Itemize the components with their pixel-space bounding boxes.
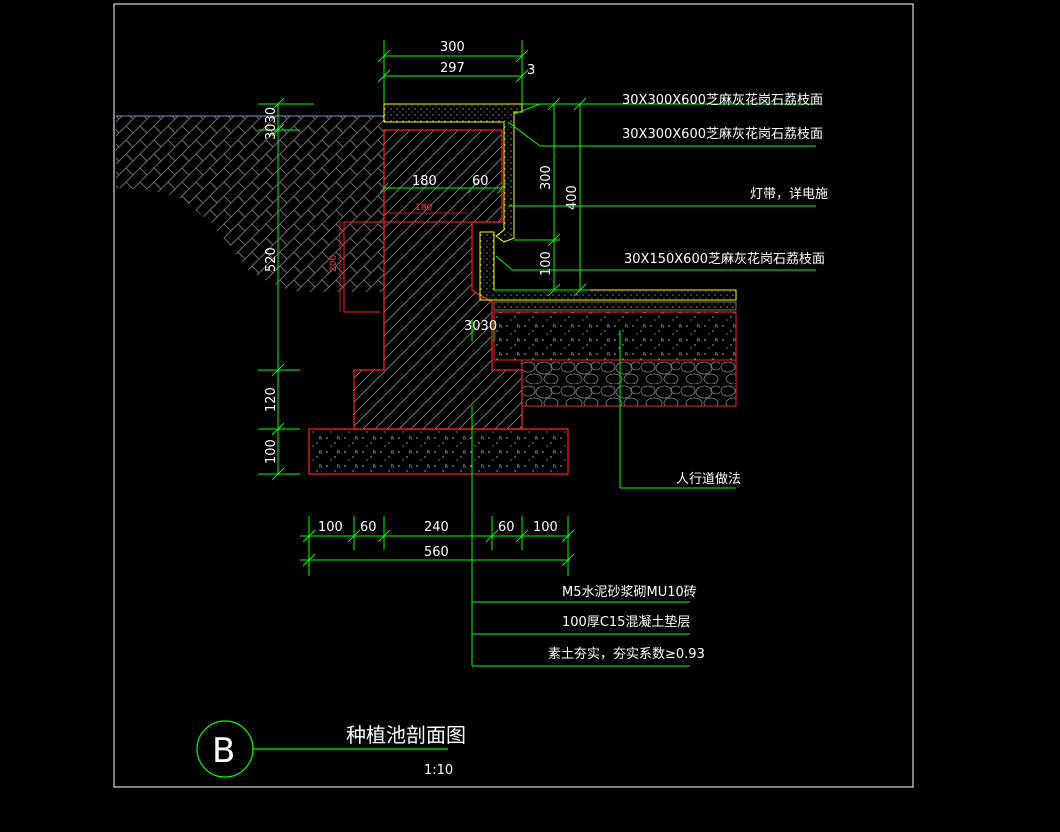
callout-granite-top: 30X300X600芝麻灰花岗石荔枝面 [622,92,823,108]
callout-sidewalk: 人行道做法 [676,472,741,487]
dim-297: 297 [440,61,465,76]
dim-seg-1: 100 [318,520,343,535]
inner-dimensions [379,182,507,194]
callout-granite-face: 30X300X600芝麻灰花岗石荔枝面 [622,126,823,142]
dim-seg-2: 60 [360,520,377,535]
dim-180: 180 [412,174,437,189]
detail-mark-letter: B [212,731,235,771]
gravel-layer [521,359,737,407]
callout-soil: 素土夯实，夯实系数≥0.93 [548,647,705,662]
dim-red-180: 180 [415,203,432,213]
red-dimensions [339,212,468,312]
drawing-scale: 1:10 [424,763,453,778]
dim-100-right: 100 [539,251,554,276]
brick-wall [353,129,523,430]
dim-3: 3 [527,63,535,78]
dim-seg-4: 60 [498,520,515,535]
dim-60: 60 [472,174,489,189]
dim-300-right: 300 [539,165,554,190]
drawing-title: 种植池剖面图 [346,723,466,747]
soil-fill [116,116,384,292]
callout-concrete: 100厚C15混凝土垫层 [562,614,690,630]
bottom-dimensions [300,516,575,576]
dim-seg-5: 100 [533,520,558,535]
dim-red-200: 200 [329,255,339,272]
pavement-base [493,311,737,361]
dim-520: 520 [264,247,279,272]
callout-brick: M5水泥砂浆砌MU10砖 [562,585,697,600]
top-dimensions [377,40,529,104]
dim-400: 400 [565,185,580,210]
left-dimensions [258,97,314,481]
dim-total-560: 560 [424,545,449,560]
callout-granite-curb: 30X150X600芝麻灰花岗石荔枝面 [624,251,825,267]
dim-3030-bottom: 3030 [464,319,497,334]
red-guide [343,221,472,313]
mortar-bed [493,301,737,311]
dim-300-top: 300 [440,40,465,55]
dim-120: 120 [264,387,279,412]
granite-coping [383,103,523,243]
dim-seg-3: 240 [424,520,449,535]
dim-100-left: 100 [264,439,279,464]
concrete-footing [308,428,569,475]
callout-leaders [471,103,816,667]
callout-light-strip: 灯带，详电施 [750,187,828,202]
dim-3030-left: 3030 [264,107,279,140]
drawing-frame [113,3,914,788]
granite-riser [479,231,737,301]
right-dimensions [471,97,590,342]
